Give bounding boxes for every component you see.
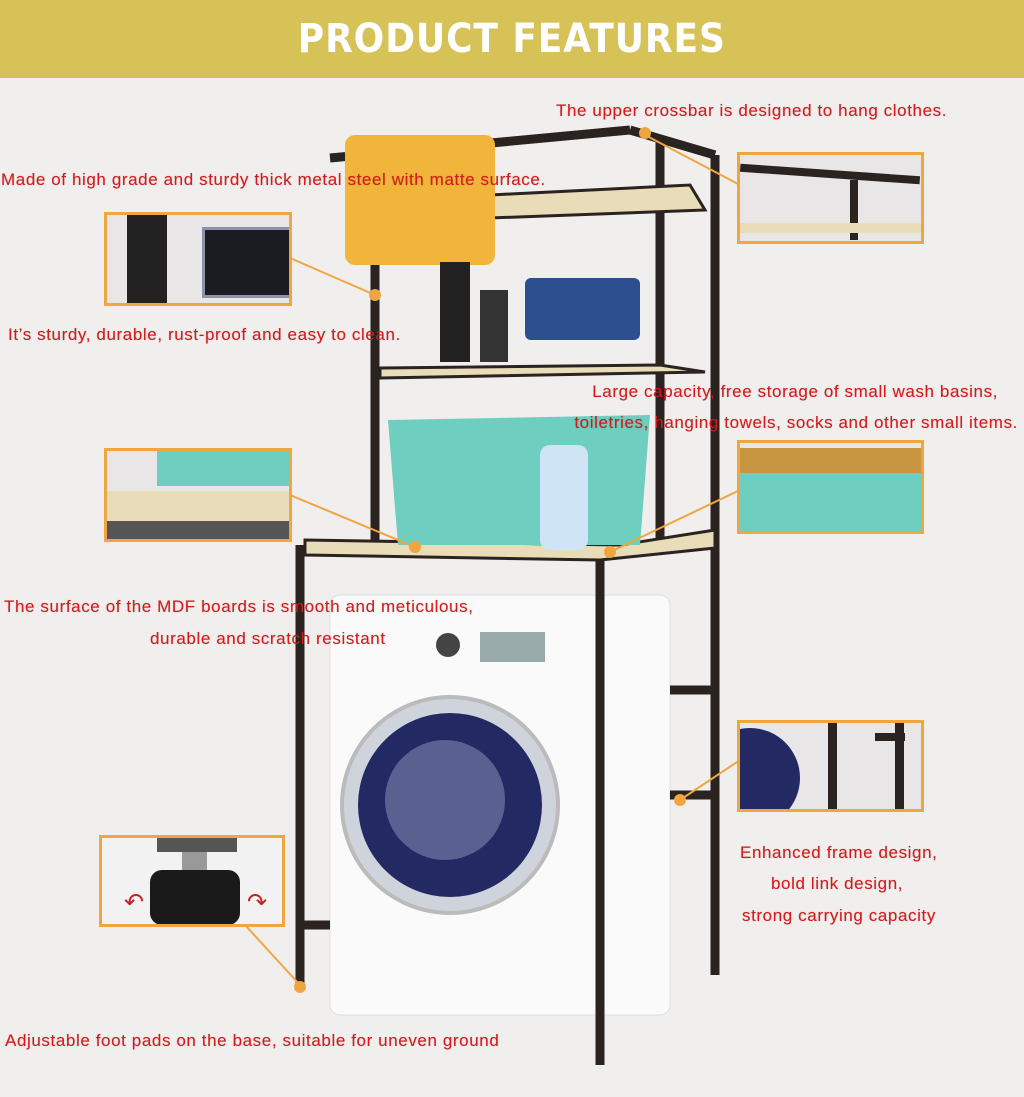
detail-foot-pad: ↶ ↷ [99,835,285,927]
washing-machine [329,594,671,1016]
towel [345,135,495,265]
caption-frame-2: bold link design, [771,874,904,893]
callout-lines [244,134,741,986]
caption-crossbar: The upper crossbar is designed to hang c… [556,101,948,120]
detail-frame-link [737,720,924,812]
page-title: PRODUCT FEATURES [297,16,727,62]
caption-mdf-1: The surface of the MDF boards is smooth … [4,597,474,616]
rotate-left-icon: ↶ [124,889,145,916]
caption-feet: Adjustable foot pads on the base, suitab… [5,1031,500,1050]
bottle [440,262,470,362]
bottle [480,290,508,362]
detergent-bottle [540,445,588,550]
caption-frame-3: strong carrying capacity [742,906,936,925]
caption-capacity-2: toiletries, hanging towels, socks and ot… [574,413,1018,432]
blue-towel [525,278,640,340]
basket [388,415,650,545]
caption-frame-1: Enhanced frame design, [740,843,938,862]
caption-steel: Made of high grade and sturdy thick meta… [1,170,546,189]
detail-steel-tube [104,212,292,306]
caption-mdf-2: durable and scratch resistant [150,629,386,648]
caption-capacity-1: Large capacity, free storage of small wa… [592,382,998,401]
detail-basket [737,440,924,534]
rotate-right-icon: ↷ [247,889,268,916]
banner: PRODUCT FEATURES [0,0,1024,78]
caption-sturdy: It’s sturdy, durable, rust-proof and eas… [8,325,401,344]
callout-dots [294,127,686,993]
detail-crossbar [737,152,924,244]
detail-mdf-board [104,448,292,542]
